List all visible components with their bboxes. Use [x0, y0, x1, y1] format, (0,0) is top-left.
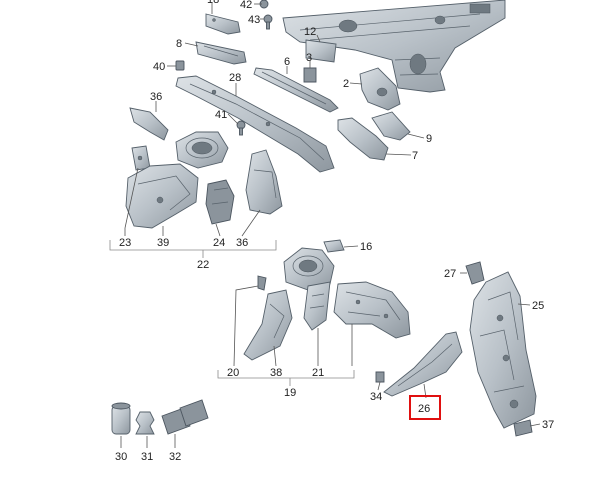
callout-18: 18 [207, 0, 219, 6]
callout-38: 38 [270, 367, 282, 379]
callout-24: 24 [213, 237, 225, 249]
part-31-bellows [135, 411, 155, 435]
part-37 [513, 419, 533, 437]
part-38 [243, 289, 293, 361]
callout-8: 8 [176, 38, 182, 50]
part-28-member [175, 75, 335, 173]
part-26-reinforcement [383, 331, 463, 397]
part-20 [257, 275, 267, 291]
part-16 [323, 239, 345, 253]
callout-23: 23 [119, 237, 131, 249]
group-bracket-19 [217, 370, 355, 386]
part-2 [359, 67, 401, 111]
part-8 [195, 41, 247, 65]
callout-26: 26 [418, 403, 430, 415]
part-3-clip [303, 67, 317, 83]
strut-tower-lower [283, 247, 335, 291]
part-30-bump-stop [111, 402, 131, 435]
callout-27: 27 [444, 268, 456, 280]
callout-40: 40 [153, 61, 165, 73]
part-36-upper [129, 107, 169, 141]
part-18 [205, 13, 241, 35]
part-9 [371, 111, 411, 141]
callout-6: 6 [284, 56, 290, 68]
part-39-wheelhouse [125, 163, 199, 229]
callout-22: 22 [197, 259, 209, 271]
part-21 [303, 281, 331, 331]
callout-30: 30 [115, 451, 127, 463]
part-25-side-panel [469, 271, 537, 429]
callout-42: 42 [240, 0, 252, 11]
callout-32: 32 [169, 451, 181, 463]
bulkhead-panel [282, 0, 506, 93]
highlight-box-26 [409, 395, 441, 420]
part-32-pads [161, 399, 209, 435]
callout-19: 19 [284, 387, 296, 399]
callout-36-upper: 36 [150, 91, 162, 103]
callout-21: 21 [312, 367, 324, 379]
part-6-rail [253, 67, 339, 113]
callout-37: 37 [542, 419, 554, 431]
callout-7: 7 [412, 150, 418, 162]
callout-34: 34 [370, 391, 382, 403]
callout-36-lower: 36 [236, 237, 248, 249]
callout-28: 28 [229, 72, 241, 84]
part-7 [337, 117, 389, 161]
part-43-bolt [263, 14, 273, 30]
part-36-lower [245, 149, 283, 215]
part-27 [465, 261, 485, 285]
callout-25: 25 [532, 300, 544, 312]
part-23 [131, 145, 151, 171]
callout-16: 16 [360, 241, 372, 253]
callout-2: 2 [343, 78, 349, 90]
callout-9: 9 [426, 133, 432, 145]
part-40-nut [175, 60, 185, 71]
part-41-bolt [236, 120, 246, 136]
callout-39: 39 [157, 237, 169, 249]
callout-3: 3 [306, 52, 312, 64]
callout-12: 12 [304, 26, 316, 38]
part-12 [305, 39, 337, 63]
wheelhouse-panel [333, 281, 411, 339]
group-bracket-22 [109, 240, 277, 258]
callout-20: 20 [227, 367, 239, 379]
callout-31: 31 [141, 451, 153, 463]
strut-tower-upper [175, 131, 229, 169]
callout-43: 43 [248, 14, 260, 26]
part-24 [205, 179, 235, 225]
callout-41: 41 [215, 109, 227, 121]
leader-lines [120, 3, 541, 448]
callout-labels: 18 42 43 8 12 3 40 6 28 2 36 41 9 7 23 3… [115, 0, 554, 463]
part-34-clip [375, 371, 385, 383]
